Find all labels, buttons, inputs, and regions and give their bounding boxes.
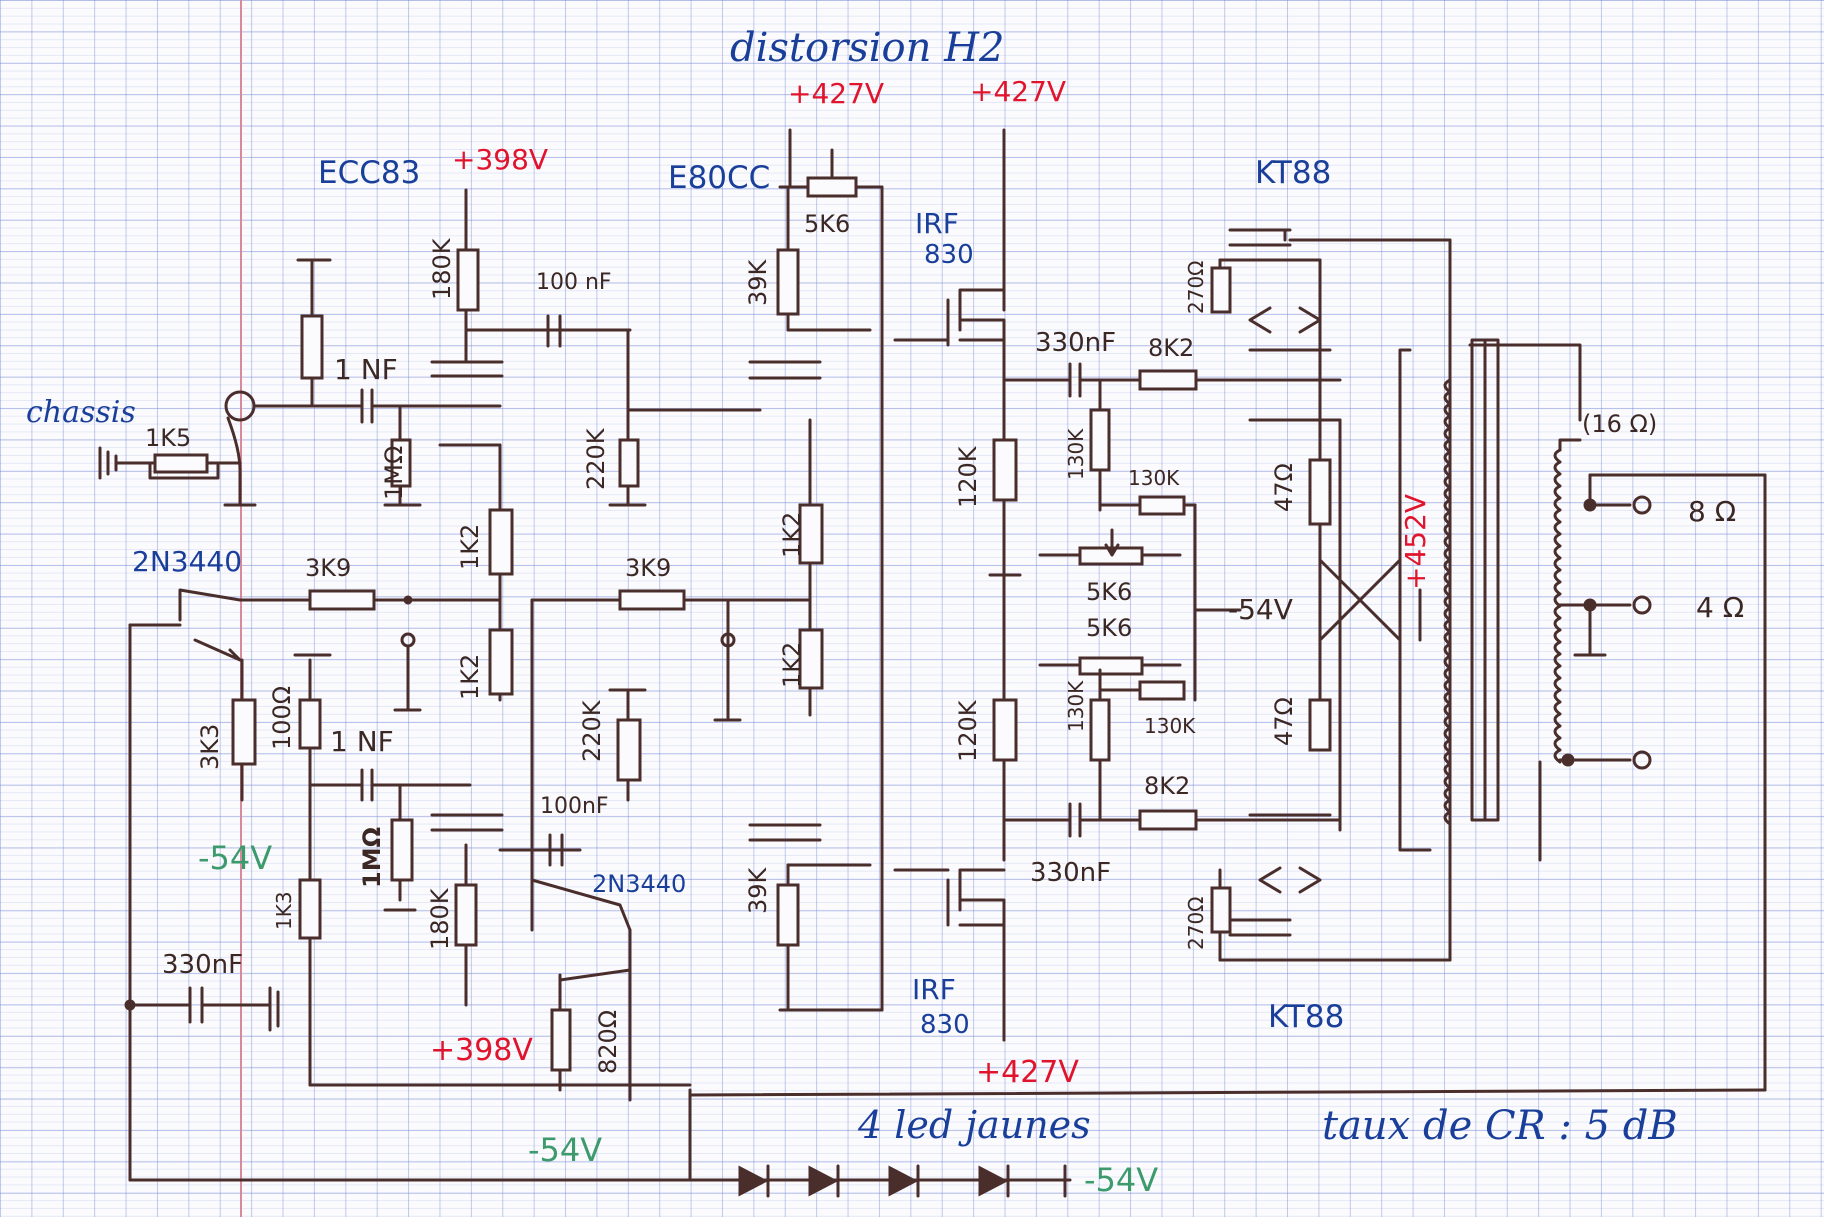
tube-kt88-top-label: KT88: [1255, 155, 1332, 191]
resistor-180k-top: 180K: [428, 238, 456, 300]
chassis-note: chassis: [26, 395, 136, 430]
resistor-8k2-top: 8K2: [1148, 334, 1195, 362]
resistor-1meg-bottom: 1MΩ: [358, 827, 386, 888]
capacitor-1nf-bottom: 1 NF: [330, 725, 394, 758]
mosfet-wiring: [893, 128, 1022, 1042]
resistor-130k-a: 130K: [1064, 428, 1088, 480]
diagram-title: distorsion H2: [730, 25, 1005, 71]
mosfet-bottom-name: IRF: [912, 973, 956, 1006]
resistor-1k3: 1K3: [272, 891, 296, 930]
supply-452v: +452V: [1399, 493, 1432, 590]
resistor-270-bottom: 270Ω: [1184, 896, 1208, 950]
resistor-3k9-right: 3K9: [625, 554, 672, 582]
resistor-47-bottom: 47Ω: [1270, 697, 1298, 746]
potentiometer-5k6-a: 5K6: [1086, 578, 1133, 606]
led-string: [128, 1088, 1767, 1198]
supply-427v-pot: +427V: [788, 77, 885, 110]
capacitor-330nf-top: 330nF: [1035, 328, 1117, 358]
second-stage-wiring: [308, 589, 812, 1182]
resistor-130k-d: 130K: [1064, 680, 1088, 732]
resistor-130k-c: 130K: [1144, 714, 1196, 738]
output-tap-4-ohm: 4 Ω: [1696, 591, 1745, 624]
transistor-q2-label: 2N3440: [592, 870, 687, 898]
mosfet-top-number: 830: [924, 240, 974, 270]
resistor-39k-bottom: 39K: [744, 867, 772, 914]
capacitor-1nf-top: 1 NF: [334, 353, 398, 386]
supply-427v-top: +427V: [970, 75, 1067, 108]
notebook-margin-line: [240, 0, 242, 1217]
driver-stage-wiring: [748, 128, 884, 1012]
resistor-100: 100Ω: [268, 685, 296, 750]
bias-54v-left: -54V: [198, 839, 273, 877]
feedback-rate-note: taux de CR : 5 dB: [1322, 1103, 1678, 1149]
capacitor-330nf-bottom: 330nF: [1030, 858, 1112, 888]
input-stage-wiring: [98, 188, 762, 702]
resistor-220k-mid: 220K: [578, 700, 606, 762]
resistor-1meg-top: 1MΩ: [380, 445, 408, 500]
resistor-1k2-a: 1K2: [456, 523, 484, 570]
phase-splitter-wiring: [124, 588, 582, 1182]
resistor-47-top: 47Ω: [1270, 463, 1298, 512]
resistor-1k2-d: 1K2: [778, 641, 806, 688]
resistor-130k-b: 130K: [1128, 466, 1180, 490]
potentiometer-5k6-b: 5K6: [1086, 614, 1133, 642]
transformer-secondary-label: (16 Ω): [1582, 410, 1658, 438]
resistor-3k3: 3K3: [196, 723, 224, 770]
resistor-1k2-b: 1K2: [456, 653, 484, 700]
led-string-note: 4 led jaunes: [858, 1103, 1091, 1147]
output-stage-wiring: [1002, 228, 1452, 962]
tube-kt88-bottom-label: KT88: [1268, 999, 1345, 1035]
mosfet-bottom-number: 830: [920, 1010, 970, 1040]
resistor-39k-top: 39K: [744, 259, 772, 306]
output-tap-8-ohm: 8 Ω: [1688, 495, 1737, 528]
tube-ecc83-label: ECC83: [318, 155, 421, 191]
resistor-8k2-bottom: 8K2: [1144, 772, 1191, 800]
potentiometer-5k6-top: 5K6: [804, 210, 851, 238]
supply-398v-bottom: +398V: [430, 1033, 533, 1068]
mosfet-top-name: IRF: [915, 207, 959, 240]
capacitor-100nf-top: 100 nF: [536, 270, 612, 295]
resistor-120k-top: 120K: [954, 446, 982, 508]
transistor-q1-label: 2N3440: [132, 545, 243, 578]
resistor-220k-top: 220K: [582, 428, 610, 490]
resistor-1k5: 1K5: [145, 424, 192, 452]
resistor-180k-bottom: 180K: [426, 888, 454, 950]
bias-54v-leds: -54V: [1084, 1161, 1159, 1199]
transformer-drawing: [1398, 338, 1767, 1092]
supply-398v-top: +398V: [452, 143, 549, 176]
capacitor-330nf-left: 330nF: [162, 950, 244, 980]
resistor-820: 820Ω: [594, 1009, 622, 1074]
resistor-1k2-c: 1K2: [778, 511, 806, 558]
capacitor-100nf-bottom: 100nF: [540, 794, 609, 819]
tube-e80cc-label: E80CC: [668, 160, 771, 196]
bias-54v-bottom: -54V: [528, 1131, 603, 1169]
resistor-270-top: 270Ω: [1184, 260, 1208, 314]
supply-427v-bottom: +427V: [976, 1055, 1079, 1090]
bias-54v-right: -54V: [1228, 593, 1293, 626]
resistor-120k-bottom: 120K: [954, 700, 982, 762]
resistor-3k9-left: 3K9: [305, 554, 352, 582]
